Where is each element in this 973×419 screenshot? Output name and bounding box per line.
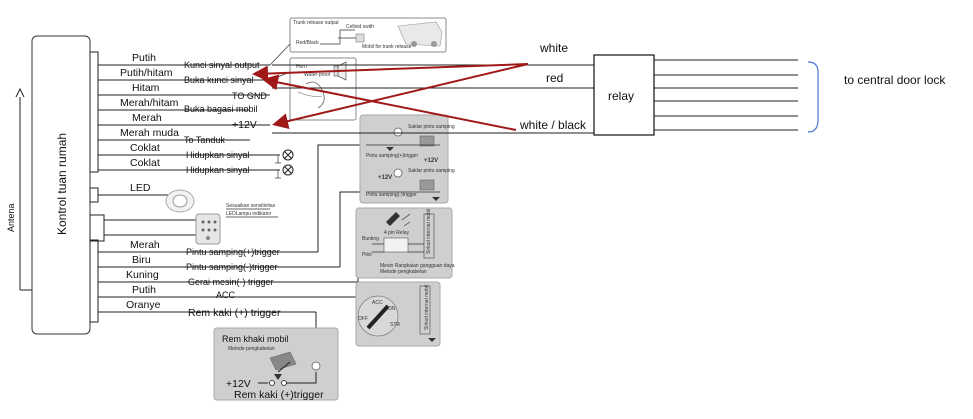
controller-box — [31, 35, 91, 335]
relay-input-whiteblack: white / black — [519, 118, 587, 132]
lamp-icon — [275, 149, 294, 179]
sensitivity-label: Sesuaikan sensitivitas — [226, 203, 276, 209]
wire-color-1: Putih — [132, 52, 156, 64]
relay-box — [593, 54, 655, 136]
connector-sens — [89, 214, 105, 242]
door-v12a-label: +12V — [424, 158, 438, 164]
wire-function-2: Buka kunci sinyal — [184, 75, 254, 85]
ign-on: ON — [388, 306, 396, 312]
door-v12b-label: +12V — [378, 175, 392, 181]
horn-box: Horn Water-proof — [269, 57, 357, 121]
wire-function-5: +12V — [232, 119, 257, 131]
wire-color-3: Hitam — [132, 82, 160, 94]
wire2-color-3: Kuning — [126, 269, 159, 281]
wire-color-5: Merah — [132, 112, 162, 124]
wire2-function-4: ACC — [216, 290, 236, 300]
relay-side-label: Sirkuit internal mobil — [426, 209, 432, 254]
sensor-module-icon — [195, 213, 221, 245]
ign-off: OFF — [358, 316, 368, 322]
door-lock-bracket — [807, 61, 819, 133]
led-icon — [165, 189, 195, 213]
relay-block: relay white red white / black to central… — [272, 41, 946, 136]
ign-side-label: Sirkuit internal mobil — [424, 285, 430, 330]
trunk-release-box: Trunk release output Celloid swith Red/B… — [269, 17, 447, 66]
relay-input-red: red — [546, 71, 563, 85]
brake-v12: +12V — [226, 378, 251, 390]
relay-caption1: Mesin Rangkaian gangguan daya — [380, 263, 455, 269]
relay-interrupt-box: 4 pin Relay Bunting Pilot Mesin Rangkaia… — [355, 207, 455, 279]
relay-label: relay — [608, 89, 634, 103]
wire2-function-3: Gerai mesin(-) trigger — [188, 277, 274, 287]
trunk-solenoid: Celloid swith — [346, 24, 374, 30]
door-switch-box: Saklar pintu samping Pintu samping(+)tri… — [359, 114, 455, 204]
waterproof-label: Water-proof — [304, 72, 331, 78]
trunk-wire: Red/Black — [296, 40, 319, 46]
central-door-lock-label: to central door lock — [844, 73, 946, 87]
door-switch1-label: Saklar pintu samping — [408, 124, 455, 130]
door-trigger-neg-label: Pintu samping(-)trigger — [366, 192, 417, 198]
bottom-wires — [98, 251, 360, 313]
relay4-label: 4 pin Relay — [384, 230, 410, 236]
wire-function-4: Buka bagasi mobil — [184, 104, 258, 114]
wire-function-6: To Tanduk — [184, 135, 225, 145]
pilot-label: Pilot — [362, 252, 372, 258]
wire-function-1: Kunci sinyal output — [184, 60, 260, 70]
trunk-title: Trunk release output — [293, 20, 339, 26]
wire2-color-2: Biru — [132, 254, 151, 266]
horn-label: Horn — [296, 64, 307, 70]
wire-function-3: TO GND — [232, 91, 267, 101]
indicator-label: LEDLampu indikator — [226, 211, 272, 217]
wire2-color-4: Putih — [132, 284, 156, 296]
led-label: LED — [130, 182, 151, 194]
ign-str: STR — [390, 322, 400, 328]
door-switch2-label: Saklar pintu samping — [408, 168, 455, 174]
wire-color-8: Coklat — [130, 157, 160, 169]
ignition-box: ACC ON STR OFF Sirkuit internal mobil — [355, 281, 441, 347]
top-wires — [98, 64, 280, 171]
antenna: Antena — [6, 87, 32, 291]
door-trigger-pos-label: Pintu samping(+)trigger — [366, 153, 418, 159]
trunk-note: Mobil for trunk release — [362, 44, 412, 50]
brake-caption: Rem kaki (+)trigger — [234, 389, 324, 401]
wire-color-4: Merah/hitam — [120, 97, 179, 109]
wire-color-7: Coklat — [130, 142, 160, 154]
wire-color-6: Merah muda — [120, 127, 179, 139]
connector-top — [89, 51, 99, 173]
relay-caption2: Metode pengkabelan — [380, 269, 427, 275]
bunting-label: Bunting — [362, 236, 379, 242]
relay-input-white: white — [539, 41, 568, 55]
brake-box: Rem khaki mobil Metode pengkabelan +12V … — [213, 327, 339, 401]
wire2-function-5: Rem kaki (+) trigger — [188, 307, 281, 319]
controller-label: Kontrol tuan rumah — [55, 133, 69, 235]
wire2-color-5: Oranye — [126, 299, 161, 311]
wire2-function-1: Pintu samping(+)trigger — [186, 247, 280, 257]
brake-subtitle: Metode pengkabelan — [228, 346, 275, 352]
wire-function-8: Hidupkan sinyal — [186, 165, 250, 175]
ign-acc: ACC — [372, 300, 383, 306]
connector-bottom — [89, 239, 99, 323]
wire-function-7: Hidupkan sinyal — [186, 150, 250, 160]
wire2-function-2: Pintu samping(-)trigger — [186, 262, 278, 272]
wire-color-2: Putih/hitam — [120, 67, 173, 79]
connector-led — [89, 187, 99, 203]
connection-arrows — [252, 63, 529, 131]
brake-title: Rem khaki mobil — [222, 334, 289, 344]
wire2-color-1: Merah — [130, 239, 160, 251]
antenna-label: Antena — [6, 203, 16, 232]
